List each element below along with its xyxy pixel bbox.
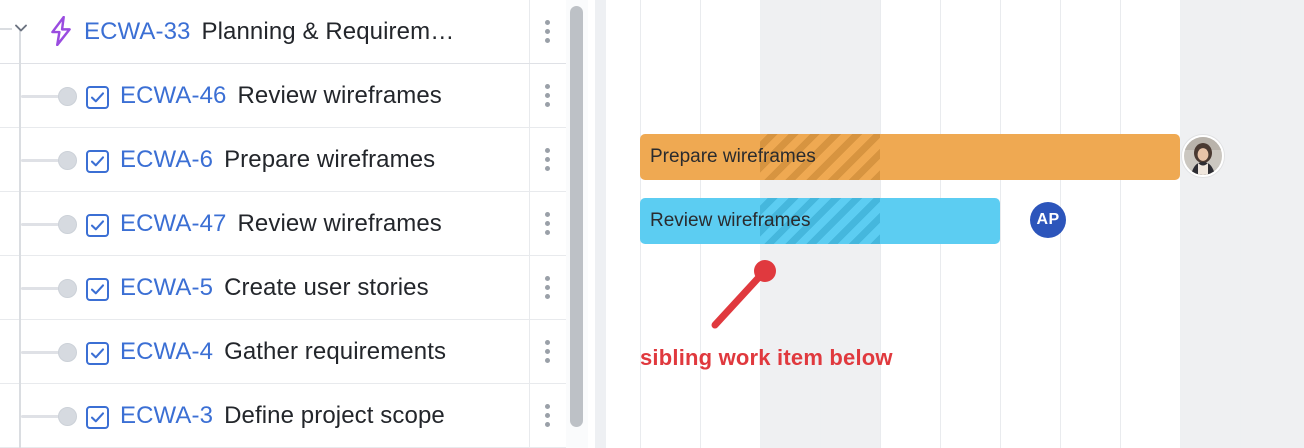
row-actions-menu-icon[interactable] (534, 400, 560, 432)
tree-spine (19, 192, 21, 256)
panel-gap (588, 0, 595, 448)
tree-spine (19, 384, 21, 448)
chevron-down-icon[interactable] (12, 19, 30, 37)
task-checkbox-icon[interactable] (86, 406, 109, 429)
work-item-key[interactable]: ECWA-33 (84, 17, 191, 45)
row-actions-menu-icon[interactable] (534, 208, 560, 240)
tree-connector (21, 287, 59, 290)
column-divider (529, 192, 530, 255)
work-item-key[interactable]: ECWA-3 (120, 401, 214, 429)
tree-spine (19, 320, 21, 384)
work-item-summary: Planning & Requirem… (201, 17, 455, 45)
tree-connector (21, 159, 59, 162)
column-divider (529, 256, 530, 319)
work-item-summary: Review wireframes (237, 209, 442, 237)
tree-spine (19, 256, 21, 320)
row-actions-menu-icon[interactable] (534, 336, 560, 368)
tree-spine-dash (0, 28, 12, 30)
tree-node-dot-icon[interactable] (58, 151, 77, 170)
work-item-summary: Review wireframes (237, 81, 442, 109)
column-divider (529, 384, 530, 447)
work-item-summary: Create user stories (224, 273, 429, 301)
task-checkbox-icon[interactable] (86, 86, 109, 109)
annotation-text: sibling work item below (640, 345, 893, 370)
tree-row[interactable]: ECWA-47 Review wireframes (0, 192, 571, 256)
column-divider (529, 64, 530, 127)
work-item-key[interactable]: ECWA-47 (120, 209, 227, 237)
work-item-key[interactable]: ECWA-6 (120, 145, 214, 173)
row-actions-menu-icon[interactable] (534, 272, 560, 304)
tree-node-dot-icon[interactable] (58, 407, 77, 426)
vertical-scrollbar[interactable] (566, 0, 588, 448)
vertical-scrollbar-thumb[interactable] (570, 6, 583, 427)
work-item-key[interactable]: ECWA-5 (120, 273, 214, 301)
task-checkbox-icon[interactable] (86, 214, 109, 237)
timeline-column-day (1000, 0, 1060, 448)
avatar-photo-assignee[interactable] (1182, 135, 1224, 177)
work-item-summary: Prepare wireframes (224, 145, 436, 173)
avatar-initials-ap[interactable]: AP (1030, 202, 1066, 238)
row-actions-menu-icon[interactable] (534, 144, 560, 176)
tree-node-dot-icon[interactable] (58, 343, 77, 362)
bar-weekend-hatch (760, 134, 880, 180)
tree-row-epic[interactable]: ECWA-33 Planning & Requirem… (0, 0, 571, 64)
task-checkbox-icon[interactable] (86, 150, 109, 173)
tree-spine (19, 29, 21, 64)
task-checkbox-icon[interactable] (86, 278, 109, 301)
bar-label: Review wireframes (650, 210, 811, 231)
work-item-key[interactable]: ECWA-4 (120, 337, 214, 365)
bar-review-wireframes[interactable]: Review wireframes (640, 198, 1000, 244)
work-item-summary: Gather requirements (224, 337, 447, 365)
tree-node-dot-icon[interactable] (58, 279, 77, 298)
bar-prepare-wireframes[interactable]: Prepare wireframes (640, 134, 1180, 180)
tree-row[interactable]: ECWA-6 Prepare wireframes (0, 128, 571, 192)
tree-connector (21, 415, 59, 418)
task-checkbox-icon[interactable] (86, 342, 109, 365)
tree-row[interactable]: ECWA-4 Gather requirements (0, 320, 571, 384)
tree-spine (19, 128, 21, 192)
timeline-column-weekend (1180, 0, 1240, 448)
tree-row[interactable]: ECWA-3 Define project scope (0, 384, 571, 448)
tree-node-dot-icon[interactable] (58, 215, 77, 234)
tree-connector (21, 223, 59, 226)
bar-label: Prepare wireframes (650, 146, 816, 167)
row-actions-menu-icon[interactable] (534, 80, 560, 112)
timeline-column-day (1120, 0, 1180, 448)
work-item-key[interactable]: ECWA-46 (120, 81, 227, 109)
tree-connector (21, 351, 59, 354)
row-actions-menu-icon[interactable] (534, 16, 560, 48)
lightning-bolt-icon (46, 16, 76, 46)
tree-row[interactable]: ECWA-5 Create user stories (0, 256, 571, 320)
column-divider (529, 320, 530, 383)
timeline-left-edge (595, 0, 606, 448)
bar-weekend-hatch (760, 198, 880, 244)
column-divider (529, 0, 530, 63)
timeline-column-weekend (1240, 0, 1304, 448)
column-divider (529, 128, 530, 191)
tree-node-dot-icon[interactable] (58, 87, 77, 106)
tree-spine (19, 64, 21, 128)
tree-connector (21, 95, 59, 98)
work-item-summary: Define project scope (224, 401, 445, 429)
tree-row[interactable]: ECWA-46 Review wireframes (0, 64, 571, 128)
timeline-column-day (1060, 0, 1120, 448)
